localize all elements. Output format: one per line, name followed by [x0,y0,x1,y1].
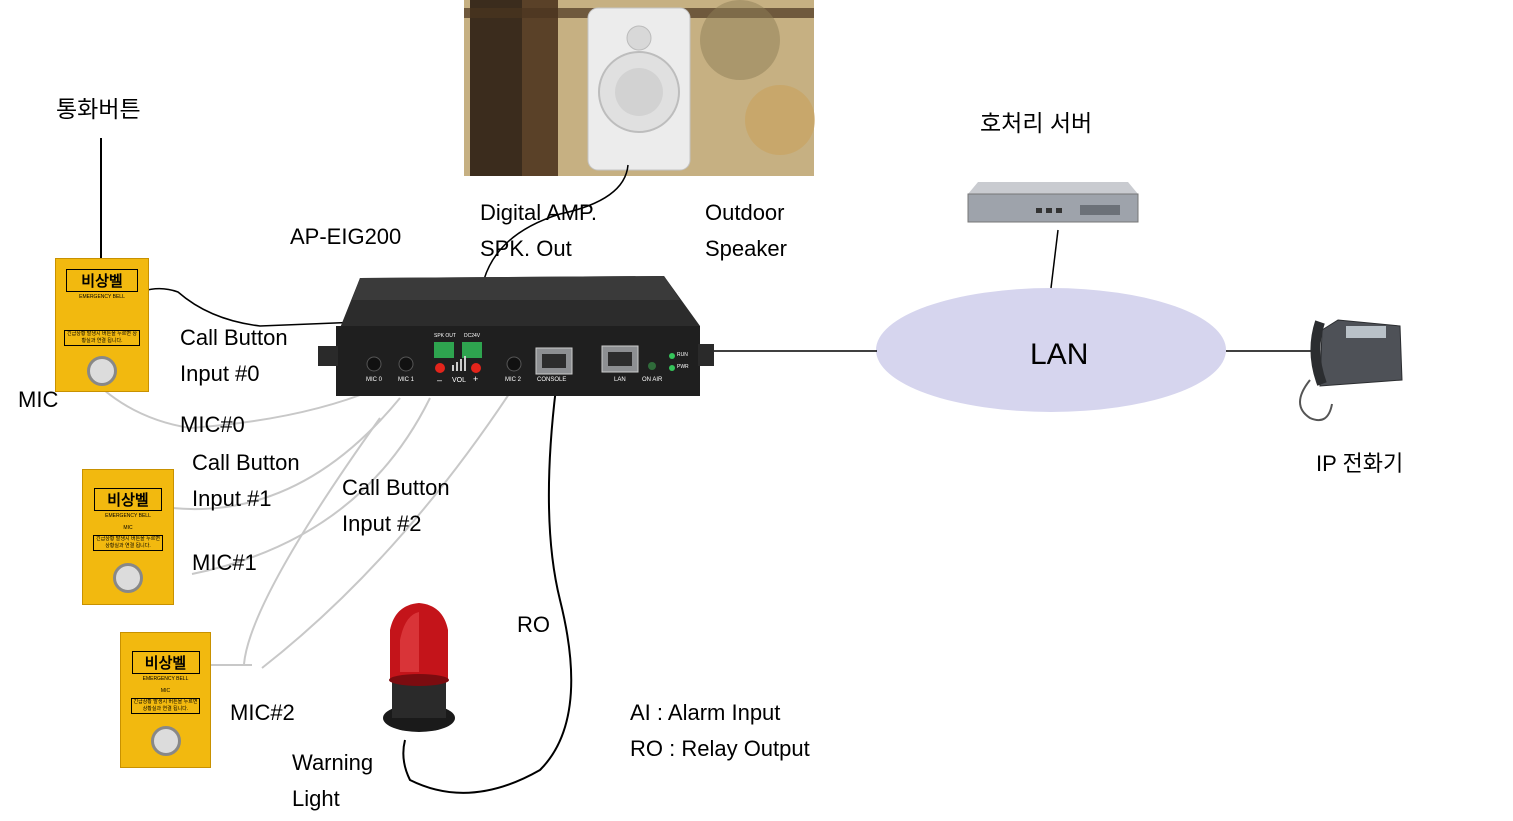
ip-phone-label: IP 전화기 [1316,451,1404,476]
legend-ro: RO : Relay Output [630,736,810,761]
call-button-0-label-1: Call Button [180,325,288,350]
lan-label: LAN [1030,338,1089,371]
bell-box-notice: 긴급상황 발생시 버튼을 누르면 상황실과 연결 됩니다. [93,535,163,551]
ip-phone [1299,319,1403,422]
mic0-label: MIC#0 [180,412,245,437]
mic1-label: MIC#1 [192,550,257,575]
bell-push-button[interactable] [150,726,181,756]
digital-amp-label-1: Digital AMP. [480,200,597,225]
device-name-label: AP-EIG200 [290,224,402,249]
outdoor-speaker-label-2: Speaker [705,236,787,261]
port-label-minus: – [437,375,443,385]
mic-label: MIC [18,387,59,412]
port-label-console: CONSOLE [537,377,567,383]
port-label-on-air: ON AIR [642,377,663,383]
bell-box-subtitle: EMERGENCY BELL [105,513,151,519]
bell-push-button[interactable] [87,356,117,386]
bell-box-title: 비상벨 [94,488,162,511]
digital-amp-label-2: SPK. Out [480,236,572,261]
bell-box-subtitle: EMERGENCY BELL [79,294,125,300]
port-label-mic0: MIC 0 [366,377,383,383]
port-label-mic1: MIC 1 [398,377,415,383]
bell-box-title: 비상벨 [131,651,200,674]
outdoor-speaker-label-1: Outdoor [705,200,785,225]
call-button-ko-label: 통화버튼 [56,96,141,122]
ro-label: RO [517,612,550,637]
warning-light-label-1: Warning [292,750,374,775]
bell-box-mic-label: MIC [123,525,133,531]
call-button-2-label-1: Call Button [342,475,450,500]
emergency-bell-box-2: 비상벨 EMERGENCY BELL MIC 긴급상황 발생시 버튼을 누르면 … [120,632,211,768]
port-label-mic2: MIC 2 [505,377,522,383]
bell-box-mic-label: MIC [160,688,171,694]
port-label-spk-out: SPK OUT [434,333,456,339]
port-label-plus: + [473,374,479,384]
bell-box-subtitle: EMERGENCY BELL [142,676,189,682]
bell-box-notice: 긴급상황 발생시 버튼을 누르면 상황실과 연결 됩니다. [131,698,200,714]
ap-eig200-device [318,276,714,396]
port-label-run: RUN [677,352,688,358]
port-label-vol: VOL [452,377,467,384]
server-label: 호처리 서버 [980,110,1093,136]
outdoor-speaker-photo [464,0,815,176]
call-button-0-label-2: Input #0 [180,361,260,386]
emergency-bell-box-0: 비상벨 EMERGENCY BELL 긴급상황 발생시 버튼을 누르면 상황실과… [55,258,149,392]
legend-ai: AI : Alarm Input [630,700,781,725]
warning-light [383,603,455,732]
bell-box-notice: 긴급상황 발생시 버튼을 누르면 상황실과 연결 됩니다. [64,330,140,346]
bell-push-button[interactable] [113,563,143,593]
port-label-pwr: PWR [677,364,689,370]
port-label-dc24v: DC24V [464,333,481,339]
emergency-bell-box-1: 비상벨 EMERGENCY BELL MIC 긴급상황 발생시 버튼을 누르면 … [82,469,174,605]
mic2-label: MIC#2 [230,700,295,725]
call-button-1-label-1: Call Button [192,450,300,475]
call-server-unit [967,182,1139,223]
warning-light-label-2: Light [292,786,340,811]
port-label-lan: LAN [614,377,626,383]
lan-cloud [876,288,1226,412]
call-button-1-label-2: Input #1 [192,486,272,511]
call-button-2-label-2: Input #2 [342,511,422,536]
bell-box-title: 비상벨 [66,269,138,292]
